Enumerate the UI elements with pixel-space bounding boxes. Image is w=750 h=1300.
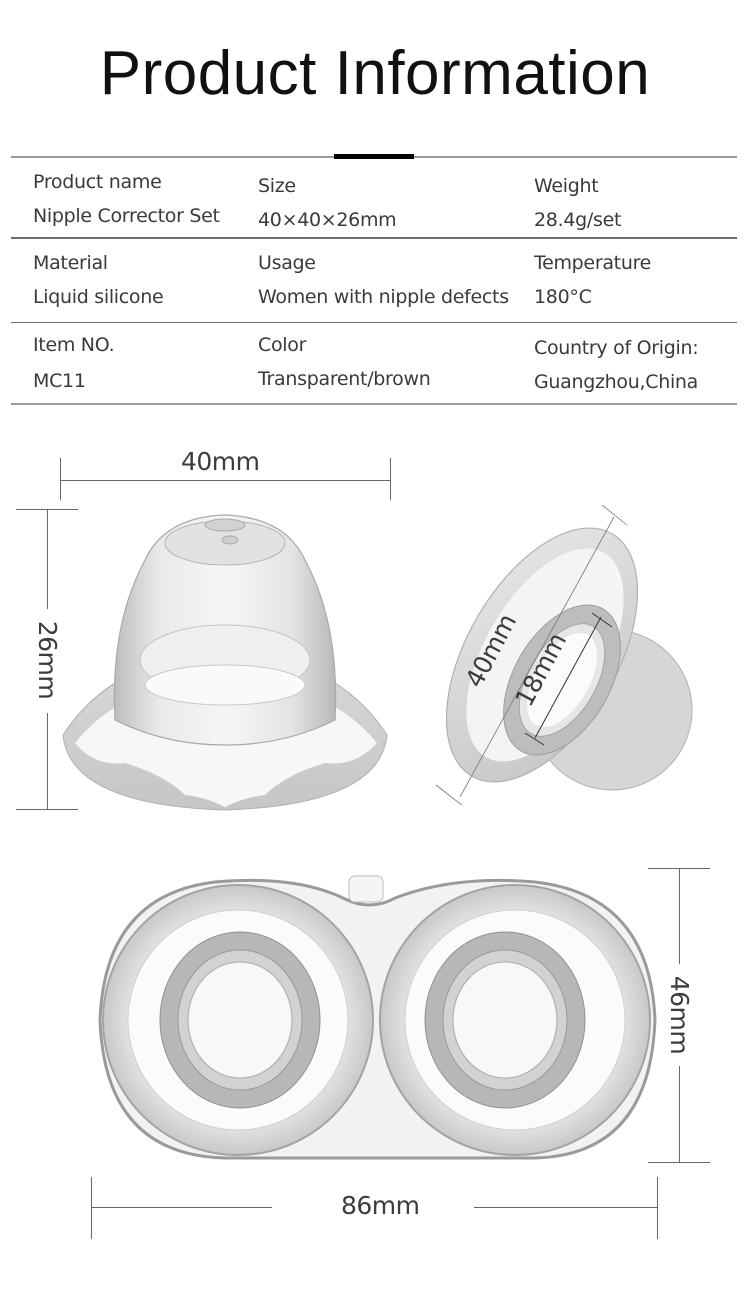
title-accent-bar (334, 154, 414, 159)
page-title: Product Information (99, 39, 651, 108)
spec-value-temperature: 180°C (534, 286, 592, 308)
spec-label-color: Color (258, 334, 307, 356)
spec-value-product-name: Nipple Corrector Set (33, 205, 220, 227)
spec-label-usage: Usage (258, 252, 316, 274)
spec-label-size: Size (258, 175, 296, 197)
dimension-tick (657, 1177, 658, 1239)
case-image (98, 875, 657, 1160)
spec-label-temperature: Temperature (534, 252, 652, 274)
spec-value-material: Liquid silicone (33, 286, 164, 308)
spec-value-country: Guangzhou,China (534, 371, 699, 393)
spec-label-weight: Weight (534, 175, 599, 197)
spec-label-product-name: Product name (33, 171, 162, 193)
dimension-tick (91, 1177, 92, 1239)
dimension-tick (390, 458, 391, 500)
spec-value-item-no: MC11 (33, 370, 86, 392)
spec-value-usage: Women with nipple defects (258, 286, 509, 308)
dimension-line-case-height (679, 1066, 680, 1163)
dimension-line-height (47, 713, 48, 810)
row-divider (11, 237, 737, 239)
shell-angle-image (435, 505, 693, 805)
dimension-line-case-width (474, 1207, 657, 1208)
dimension-line-case-width (91, 1207, 272, 1208)
row-divider (11, 322, 737, 323)
spec-value-weight: 28.4g/set (534, 209, 622, 231)
table-bottom-rule (11, 403, 737, 405)
dimension-line-case-height (679, 868, 680, 964)
dimension-line-height (47, 509, 48, 609)
spec-label-material: Material (33, 252, 108, 274)
dimension-line-width (60, 480, 391, 481)
shell-side-image (62, 514, 388, 811)
spec-label-item-no: Item NO. (33, 334, 115, 356)
dimension-label-case-width: 86mm (341, 1191, 420, 1220)
dimension-label-case-height: 46mm (665, 975, 694, 1055)
dimension-tick (60, 458, 61, 500)
spec-label-country: Country of Origin: (534, 337, 699, 359)
spec-value-size: 40×40×26mm (258, 209, 397, 231)
dimension-label-shell-width: 40mm (181, 447, 260, 476)
spec-value-color: Transparent/brown (258, 368, 431, 390)
